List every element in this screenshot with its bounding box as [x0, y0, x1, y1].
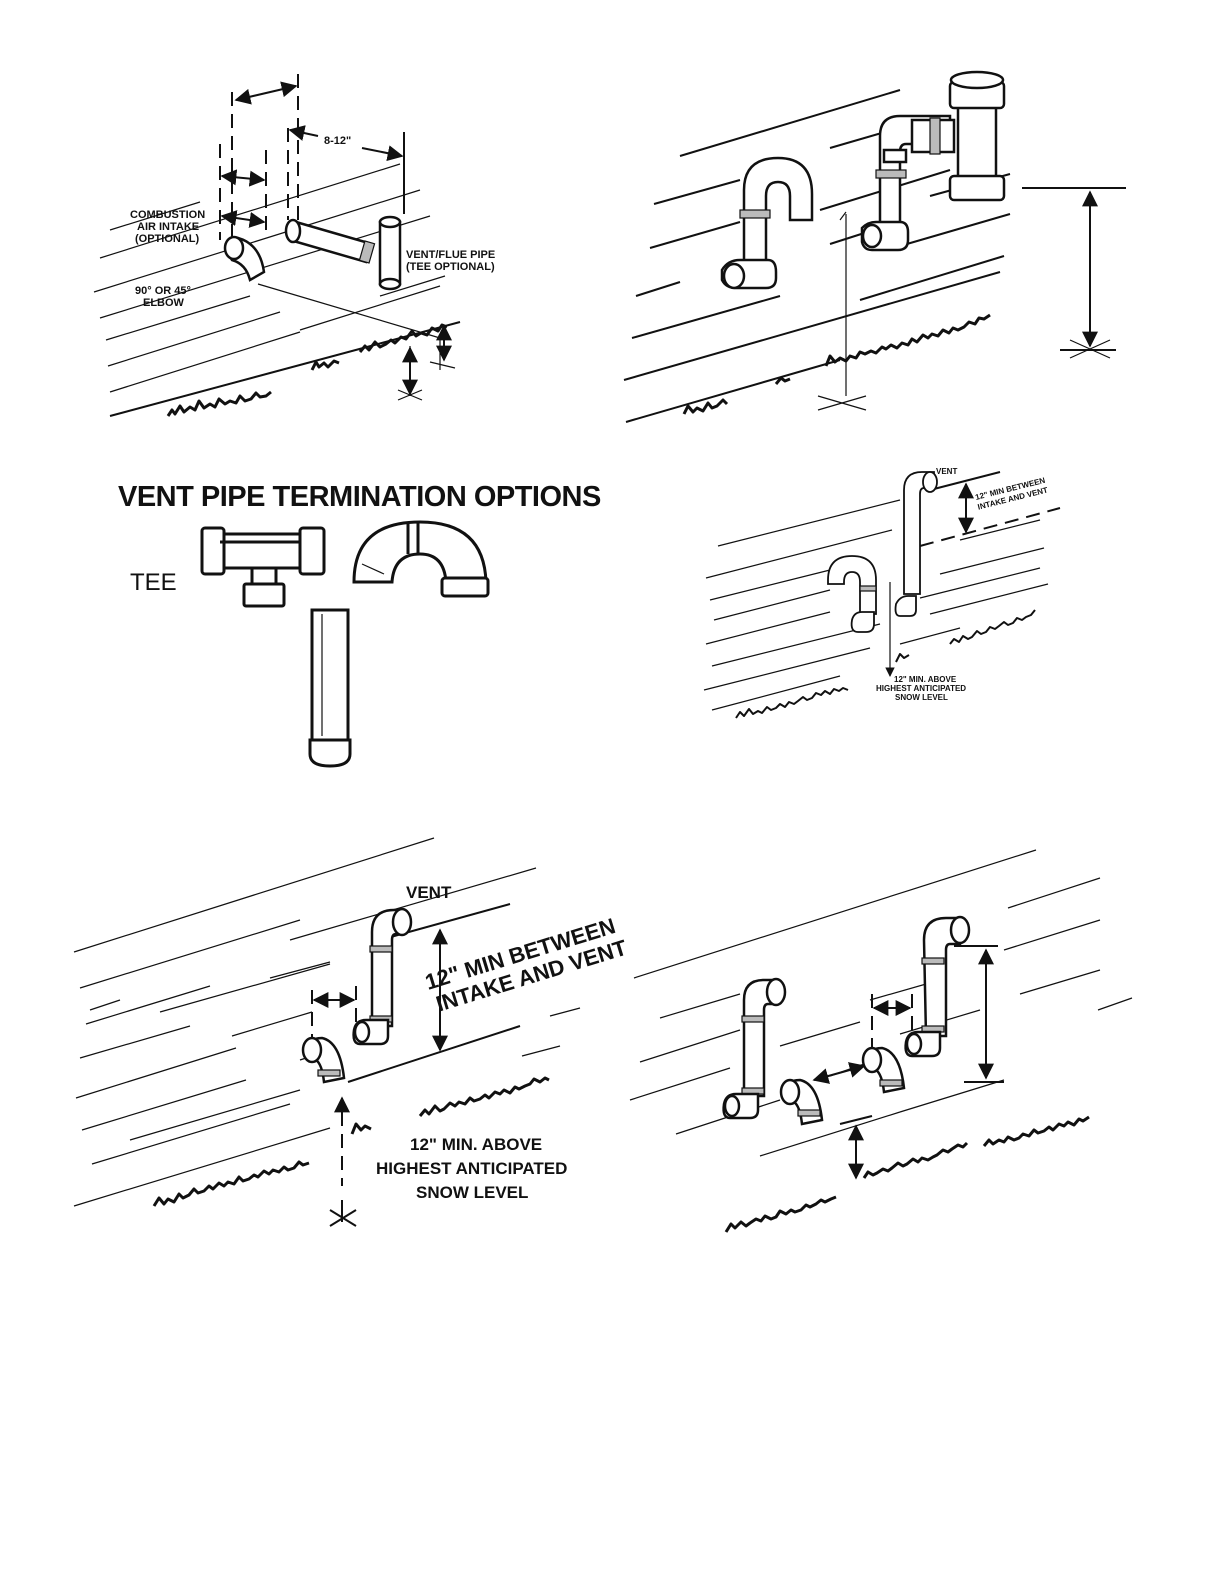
- intake-label: COMBUSTION AIR INTAKE (OPTIONAL): [130, 209, 208, 245]
- termination-options-title: VENT PIPE TERMINATION OPTIONS: [118, 481, 601, 513]
- vent-flue-label: VENT/FLUE PIPE (TEE OPTIONAL): [406, 249, 498, 273]
- wall-siding-lines: [630, 850, 1132, 1156]
- vent-label: VENT: [936, 467, 957, 476]
- straight-pipe-icon: [310, 610, 350, 766]
- snow-grass: [154, 1162, 309, 1206]
- vent-label: VENT: [406, 883, 452, 902]
- snow-level-label: 12" MIN. ABOVE HIGHEST ANTICIPATED SNOW …: [376, 1135, 572, 1202]
- snow-level-label: 12" MIN. ABOVE HIGHEST ANTICIPATED SNOW …: [876, 675, 968, 702]
- vent-tee: [380, 222, 400, 284]
- intake-spacing-dimension: [814, 1066, 864, 1080]
- baseline: [258, 284, 440, 338]
- figure-2-termination-variants: [624, 72, 1126, 422]
- tee-label: TEE: [130, 569, 177, 596]
- width-dimension-top: [236, 86, 296, 100]
- elbow-label: 90° OR 45° ELBOW: [135, 285, 194, 309]
- intake-u-bend: [828, 556, 876, 614]
- between-label: 12" MIN BETWEEN INTAKE AND VENT: [974, 475, 1050, 511]
- right-tee: [958, 100, 996, 184]
- figure-6-multiple-terminations: [630, 850, 1132, 1232]
- snow-grass: [736, 688, 848, 718]
- figure-5-large-clearances: VENT 12" MIN BETWEEN INTAKE AND VENT 12"…: [74, 838, 631, 1226]
- figure-1-side-wall-termination: 8-12" COMBUSTION AIR INTAKE (OPTIONAL) V…: [94, 74, 498, 416]
- wall-siding-lines: [624, 90, 1126, 422]
- snow-grass-2: [312, 361, 339, 370]
- snow-grass: [684, 400, 727, 414]
- between-label: 12" MIN BETWEEN INTAKE AND VENT: [422, 911, 631, 1017]
- snow-grass: [726, 1197, 836, 1232]
- u-bend-fitting-icon: [354, 522, 488, 596]
- spacing-dimension-label: 8-12": [324, 135, 351, 147]
- figure-3-termination-options: VENT PIPE TERMINATION OPTIONS TEE: [118, 481, 601, 766]
- snow-grass-3: [360, 325, 447, 352]
- tee-fitting-icon: [202, 528, 324, 606]
- figure-4-small-clearances: VENT 12" MIN BETWEEN INTAKE AND VENT 12"…: [704, 467, 1060, 718]
